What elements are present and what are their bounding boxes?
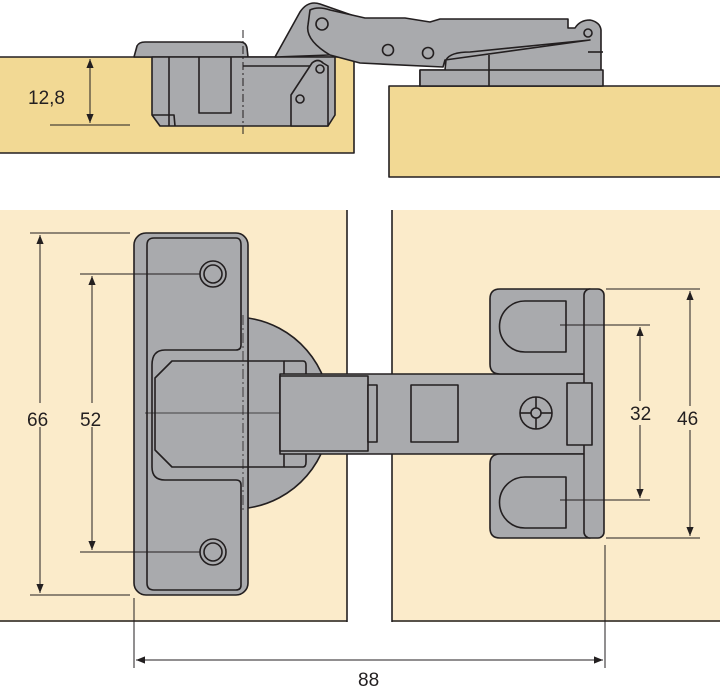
hinge-cup-rim [133, 41, 249, 58]
label-bg [25, 403, 55, 427]
dimension-label-46: 46 [677, 409, 698, 430]
cabinet-side-panel [388, 85, 720, 178]
side-view [0, 2, 720, 178]
label-bg [77, 403, 107, 427]
dimension-cup-depth [50, 59, 130, 126]
hinge-cup-lever [290, 59, 329, 127]
top-view [0, 210, 720, 622]
hinge-arm [306, 7, 602, 87]
dimension-label-cup-depth: 12,8 [28, 88, 65, 109]
hinge-cup-plate [133, 232, 249, 596]
dimension-label-88: 88 [358, 670, 379, 688]
dimension-label-66: 66 [27, 410, 48, 431]
dimension-label-32: 32 [630, 404, 651, 425]
hinge-mount-plate-side [419, 69, 604, 87]
dimension-label-52: 52 [80, 410, 101, 431]
label-bg [627, 401, 659, 425]
label-bg [674, 406, 706, 430]
